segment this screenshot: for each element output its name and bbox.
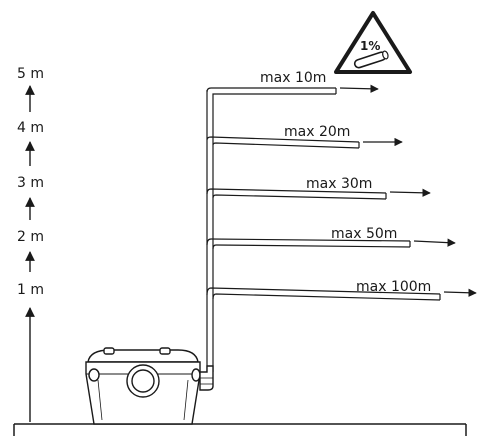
- height-label-1m: 1 m: [17, 282, 44, 298]
- sloped-pipe-icon: [353, 50, 389, 69]
- height-label-3m: 3 m: [17, 175, 44, 191]
- pipe-label-30m: max 30m: [306, 176, 372, 192]
- pump-unit-icon: [85, 347, 214, 425]
- pipe-run-50m: [206, 238, 411, 250]
- pipe-label-100m: max 100m: [356, 279, 431, 295]
- flow-arrow-30m: [389, 188, 431, 198]
- flow-arrow-50m: [413, 238, 456, 247]
- height-label-5m: 5 m: [17, 66, 44, 82]
- height-label-4m: 4 m: [17, 120, 44, 136]
- pipe-run-100m: [206, 287, 441, 301]
- pipe-label-50m: max 50m: [331, 226, 397, 242]
- slope-warning-triangle-icon: 1%: [334, 11, 412, 74]
- height-scale: 1 m 2 m 3 m 4 m 5 m: [17, 66, 44, 422]
- flow-arrow-10m: [339, 84, 379, 93]
- pipe-run-10m: [206, 87, 337, 96]
- pipe-run-30m: [206, 188, 387, 200]
- flow-arrow-100m: [443, 288, 477, 297]
- slope-warning-label: 1%: [360, 39, 380, 53]
- floor: [13, 423, 467, 436]
- pipe-run-20m: [206, 136, 360, 149]
- pipe-label-20m: max 20m: [284, 124, 350, 140]
- height-label-2m: 2 m: [17, 229, 44, 245]
- pipe-label-10m: max 10m: [260, 70, 326, 86]
- vertical-riser-pipe: [206, 90, 214, 372]
